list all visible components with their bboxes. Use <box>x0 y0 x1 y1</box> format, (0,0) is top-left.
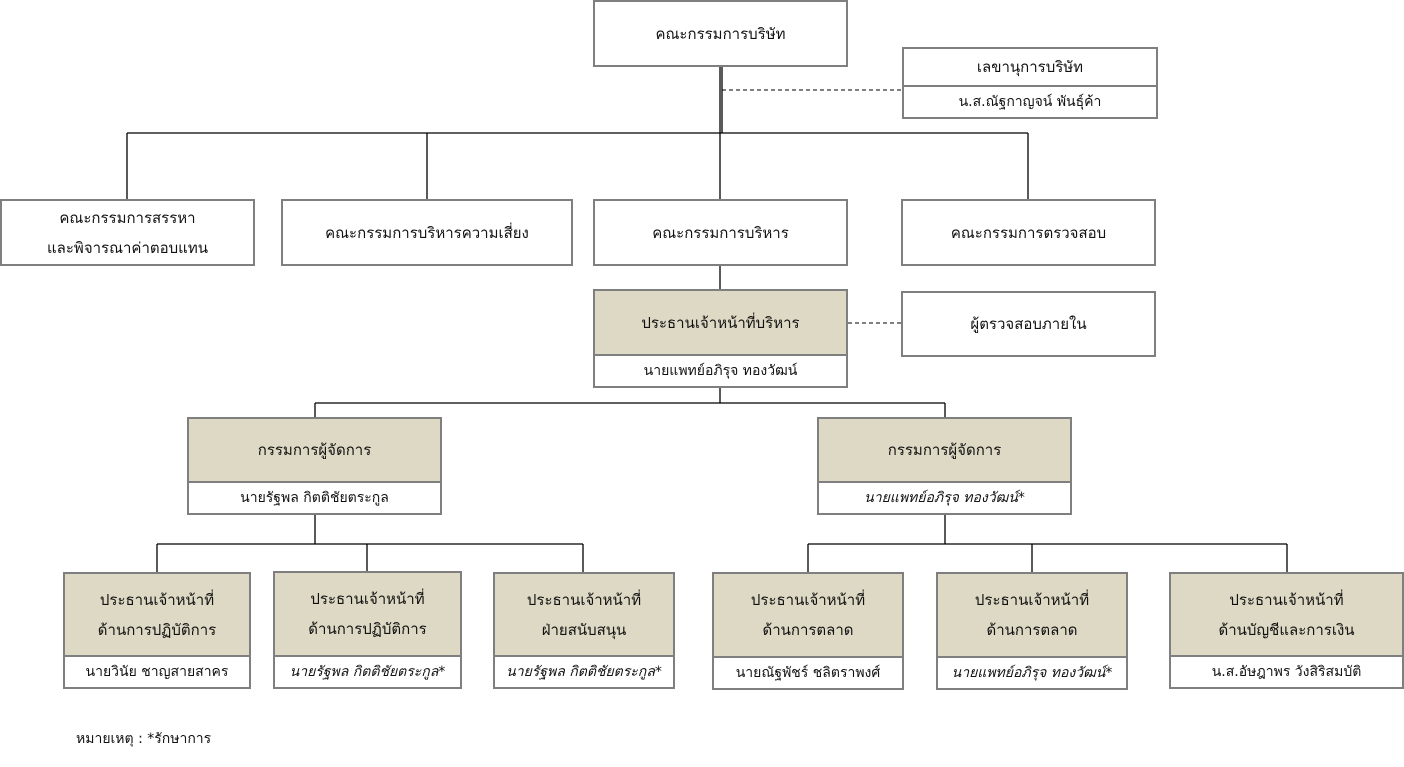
officer-title-line2: ด้านการตลาด <box>986 621 1078 639</box>
board-box: คณะกรรมการบริษัท <box>593 0 848 67</box>
officer-box: ประธานเจ้าหน้าที่ ด้านการปฏิบัติการ นายว… <box>63 572 251 689</box>
nomination-committee-line1: คณะกรรมการสรรหา <box>59 208 196 227</box>
audit-committee-title: คณะกรรมการตรวจสอบ <box>950 223 1107 242</box>
officer-title: ประธานเจ้าหน้าที่ ฝ่ายสนับสนุน <box>495 574 673 655</box>
md-right-box: กรรมการผู้จัดการ นายแพทย์อภิรุจ ทองวัฒน์… <box>817 417 1072 515</box>
risk-committee-box: คณะกรรมการบริหารความเสี่ยง <box>281 199 573 266</box>
internal-audit-box: ผู้ตรวจสอบภายใน <box>901 291 1156 357</box>
officer-title: ประธานเจ้าหน้าที่ ด้านบัญชีและการเงิน <box>1171 574 1402 655</box>
officer-box: ประธานเจ้าหน้าที่ ฝ่ายสนับสนุน นายรัฐพล … <box>493 572 675 689</box>
officer-box: ประธานเจ้าหน้าที่ ด้านการปฏิบัติการ นายร… <box>273 571 462 689</box>
officer-title-line2: ฝ่ายสนับสนุน <box>541 620 627 639</box>
officer-title: ประธานเจ้าหน้าที่ ด้านการตลาด <box>938 574 1126 656</box>
ceo-name: นายแพทย์อภิรุจ ทองวัฒน์ <box>595 354 846 386</box>
secretary-title: เลขานุการบริษัท <box>976 58 1084 76</box>
officer-title-line2: ด้านการปฏิบัติการ <box>97 620 217 639</box>
officer-name: นายแพทย์อภิรุจ ทองวัฒน์* <box>938 656 1126 688</box>
officer-name: นายวินัย ชาญสายสาคร <box>65 655 249 687</box>
secretary-name: น.ส.ณัฐกาญจน์ พันธุ์ค้า <box>904 85 1156 117</box>
officer-title-line2: ด้านการตลาด <box>762 621 854 639</box>
ceo-box: ประธานเจ้าหน้าที่บริหาร นายแพทย์อภิรุจ ท… <box>593 289 848 388</box>
md-left-box: กรรมการผู้จัดการ นายรัฐพล กิตติชัยตระกูล <box>187 417 442 515</box>
officer-title-line1: ประธานเจ้าหน้าที่ <box>974 591 1090 609</box>
officer-title: ประธานเจ้าหน้าที่ ด้านการปฏิบัติการ <box>65 574 249 655</box>
officer-title-line2: ด้านการปฏิบัติการ <box>308 620 427 638</box>
officer-name: น.ส.อัษฎาพร วังสิริสมบัติ <box>1171 655 1402 687</box>
officer-name: นายรัฐพล กิตติชัยตระกูล* <box>495 655 673 687</box>
ceo-title: ประธานเจ้าหน้าที่บริหาร <box>595 291 846 354</box>
officer-box: ประธานเจ้าหน้าที่ ด้านการตลาด นายณัฐพัชร… <box>712 572 904 690</box>
nomination-committee-line2: และพิจารณาค่าตอบแทน <box>47 238 208 257</box>
nomination-committee-box: คณะกรรมการสรรหา และพิจารณาค่าตอบแทน <box>0 199 255 266</box>
executive-committee-box: คณะกรรมการบริหาร <box>593 199 848 266</box>
executive-committee-title: คณะกรรมการบริหาร <box>652 223 789 242</box>
officer-box: ประธานเจ้าหน้าที่ ด้านบัญชีและการเงิน น.… <box>1169 572 1404 689</box>
officer-name: นายรัฐพล กิตติชัยตระกูล* <box>275 655 460 687</box>
officer-title: ประธานเจ้าหน้าที่ ด้านการตลาด <box>714 574 902 656</box>
board-title: คณะกรรมการบริษัท <box>655 24 786 43</box>
internal-audit-title: ผู้ตรวจสอบภายใน <box>970 315 1087 333</box>
md-left-title: กรรมการผู้จัดการ <box>189 419 440 481</box>
nomination-committee-title: คณะกรรมการสรรหา และพิจารณาค่าตอบแทน <box>2 201 253 264</box>
secretary-box: เลขานุการบริษัท น.ส.ณัฐกาญจน์ พันธุ์ค้า <box>902 47 1158 119</box>
officer-title-line1: ประธานเจ้าหน้าที่ <box>99 590 215 609</box>
risk-committee-title: คณะกรรมการบริหารความเสี่ยง <box>325 223 529 242</box>
officer-title-line1: ประธานเจ้าหน้าที่ <box>526 590 642 609</box>
officer-name: นายณัฐพัชร์ ชลิตราพงศ์ <box>714 656 902 688</box>
md-left-name: นายรัฐพล กิตติชัยตระกูล <box>189 481 440 513</box>
officer-box: ประธานเจ้าหน้าที่ ด้านการตลาด นายแพทย์อภ… <box>936 572 1128 690</box>
audit-committee-box: คณะกรรมการตรวจสอบ <box>901 199 1156 266</box>
officer-title-line2: ด้านบัญชีและการเงิน <box>1218 620 1355 639</box>
officer-title-line1: ประธานเจ้าหน้าที่ <box>1229 590 1344 609</box>
md-right-name: นายแพทย์อภิรุจ ทองวัฒน์* <box>819 481 1070 513</box>
officer-title-line1: ประธานเจ้าหน้าที่ <box>310 590 425 608</box>
md-right-title: กรรมการผู้จัดการ <box>819 419 1070 481</box>
officer-title: ประธานเจ้าหน้าที่ ด้านการปฏิบัติการ <box>275 573 460 655</box>
officer-title-line1: ประธานเจ้าหน้าที่ <box>750 591 866 609</box>
footnote: หมายเหตุ : *รักษาการ <box>76 731 212 747</box>
